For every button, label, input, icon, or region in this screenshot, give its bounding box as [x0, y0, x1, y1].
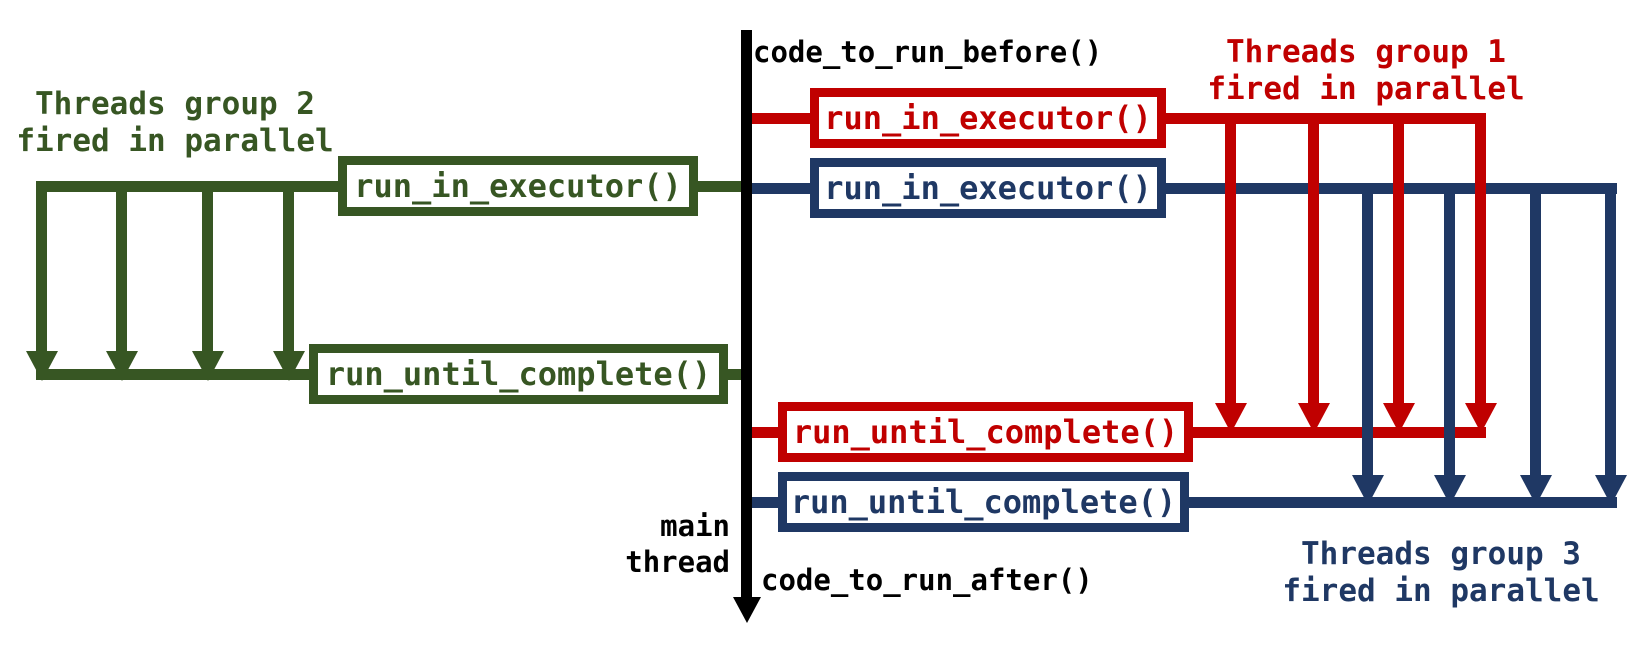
group1-run-in-executor-connector [747, 113, 810, 124]
group2-label: Threads group 2 fired in parallel [0, 86, 350, 160]
group2-label-line2: fired in parallel [16, 123, 334, 159]
group2-thread-line [36, 181, 47, 351]
group1-thread-line [1475, 113, 1486, 403]
group1-label-line1: Threads group 1 [1226, 34, 1506, 70]
group2-run-in-executor-connector [692, 181, 752, 192]
main-thread-arrowhead-icon [733, 597, 761, 623]
main-thread-label: main thread [540, 508, 730, 580]
group2-thread-line [283, 181, 294, 351]
group3-label-line2: fired in parallel [1282, 573, 1600, 609]
group2-fanout-line [36, 181, 338, 192]
group3-thread-line [1605, 183, 1616, 475]
group1-thread-line [1308, 113, 1319, 403]
group3-run-until-complete-box: run_until_complete() [778, 472, 1189, 532]
group2-thread-line [202, 181, 213, 351]
group3-thread-line [1444, 183, 1455, 475]
code-to-run-before-label: code_to_run_before() [753, 35, 1103, 69]
group1-run-in-executor-box: run_in_executor() [810, 88, 1166, 148]
group1-fanin-line [1188, 427, 1486, 438]
group1-fanout-line [1160, 113, 1486, 124]
group1-run-until-complete-box: run_until_complete() [778, 402, 1193, 462]
group3-run-in-executor-label: run_in_executor() [824, 169, 1152, 207]
group2-run-until-complete-box: run_until_complete() [309, 344, 728, 404]
group1-label: Threads group 1 fired in parallel [1166, 34, 1566, 108]
group3-run-in-executor-connector [747, 183, 810, 194]
code-to-run-after-label: code_to_run_after() [761, 563, 1093, 597]
group2-label-line1: Threads group 2 [35, 86, 315, 122]
group1-thread-line [1225, 113, 1236, 403]
group2-run-until-complete-connector [722, 369, 752, 380]
group2-thread-line [116, 181, 127, 351]
group2-run-until-complete-label: run_until_complete() [325, 355, 712, 393]
main-thread-label-line2: thread [625, 545, 730, 579]
group1-run-until-complete-label: run_until_complete() [792, 413, 1179, 451]
group1-thread-line [1393, 113, 1404, 403]
main-thread-label-line1: main [660, 509, 730, 543]
group3-thread-line [1362, 183, 1373, 475]
group2-fanin-line [36, 369, 309, 380]
group3-run-until-complete-label: run_until_complete() [790, 483, 1177, 521]
group2-run-in-executor-box: run_in_executor() [338, 156, 698, 216]
group3-run-in-executor-box: run_in_executor() [810, 158, 1166, 218]
group3-run-until-complete-connector [747, 497, 778, 508]
group1-label-line2: fired in parallel [1207, 71, 1525, 107]
group1-run-until-complete-connector [747, 427, 778, 438]
group3-label: Threads group 3 fired in parallel [1246, 536, 1635, 610]
group3-label-line1: Threads group 3 [1301, 536, 1581, 572]
main-thread-line [741, 30, 752, 597]
group3-thread-line [1530, 183, 1541, 475]
group1-run-in-executor-label: run_in_executor() [824, 99, 1152, 137]
group2-run-in-executor-label: run_in_executor() [354, 167, 682, 205]
group3-fanin-line [1184, 497, 1617, 508]
group3-fanout-line [1160, 183, 1617, 194]
